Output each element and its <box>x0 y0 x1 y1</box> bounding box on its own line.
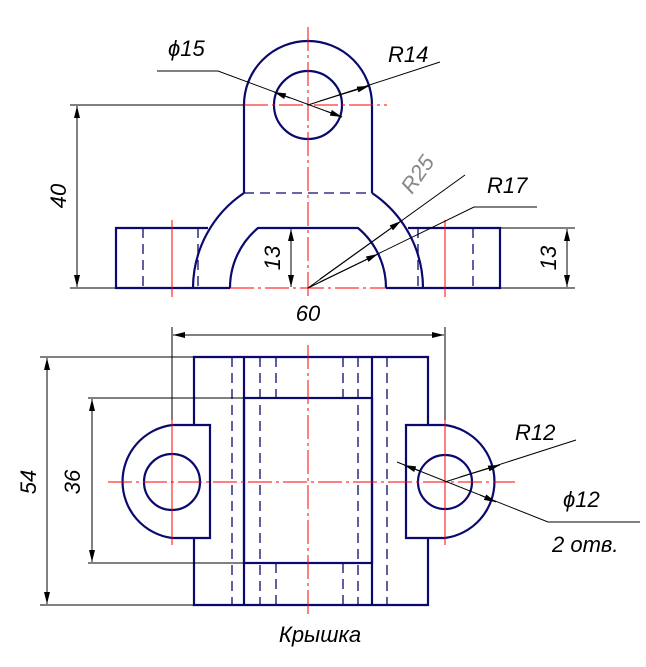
dim-inner-height: 13 <box>260 245 285 270</box>
left-lug <box>121 423 212 540</box>
drawing-title: Крышка <box>279 622 361 647</box>
dim-height: 40 <box>46 183 71 208</box>
body-inner-arc <box>228 226 388 289</box>
dim-overall-depth: 54 <box>16 470 41 494</box>
dim-hole-spacing: 60 <box>296 301 321 326</box>
dim-inner-depth: 36 <box>60 469 85 494</box>
dim-outer-radius: R25 <box>396 150 440 198</box>
dim-lug-radius: R14 <box>388 42 428 67</box>
top-view: 54 36 R12 ϕ12 2 отв. <box>16 345 640 615</box>
dim-hole-diameter-top: ϕ12 <box>563 487 600 512</box>
hole-count: 2 отв. <box>551 532 619 557</box>
dim-flange-height: 13 <box>536 245 561 270</box>
body-outline <box>192 355 430 607</box>
dim-lug-radius-top: R12 <box>515 420 555 445</box>
dim-hole-diameter: ϕ15 <box>168 36 205 61</box>
front-view: 40 13 13 ϕ15 R14 R25 R17 60 <box>46 27 575 482</box>
right-lug <box>404 423 496 540</box>
right-flange <box>386 226 502 290</box>
dim-inner-radius: R17 <box>487 173 528 198</box>
body-outer-arc <box>191 192 425 289</box>
left-flange <box>114 226 230 290</box>
